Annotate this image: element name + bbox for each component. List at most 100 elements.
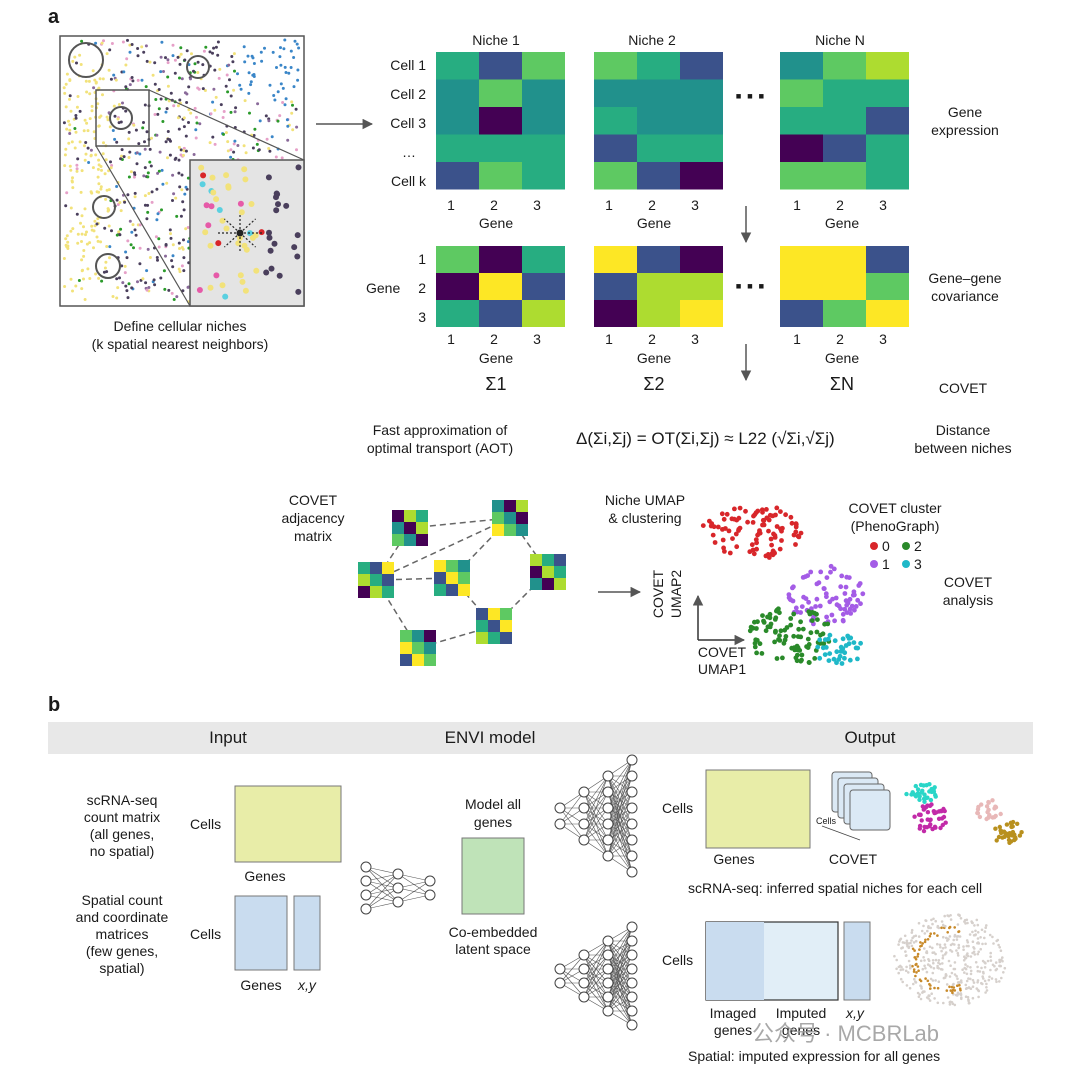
tissue-expression-dot [931, 971, 935, 975]
tissue-expression-dot [998, 958, 1001, 962]
cell-dot [222, 132, 225, 136]
cell-dot [178, 76, 181, 80]
inset-cell-dot [241, 166, 248, 173]
cell-dot [217, 76, 221, 80]
tissue-expression-dot [923, 959, 926, 962]
tissue-expression-dot [918, 948, 921, 951]
heatmap-cell [637, 246, 680, 273]
cell-dot [224, 131, 228, 135]
cell-dot [74, 130, 78, 134]
inset-cell-dot [248, 201, 255, 207]
umap-point [844, 574, 850, 580]
cell-dot [179, 46, 183, 50]
header-input: Input [209, 728, 247, 747]
umap-point [840, 618, 846, 624]
nn-edge [559, 954, 585, 984]
heatmap-cell [637, 134, 680, 162]
tissue-expression-dot [1001, 956, 1004, 959]
cell-dot [88, 277, 92, 280]
tissue-expression-dot [998, 946, 1001, 949]
umap-point [760, 517, 766, 523]
cell-dot [242, 45, 246, 49]
nn-node [392, 896, 404, 908]
tissue-expression-dot [992, 942, 995, 945]
tissue-expression-dot [953, 961, 957, 964]
nn-node [360, 875, 372, 887]
nn-edge [607, 759, 633, 825]
cell-dot [145, 288, 149, 292]
covet-stack-sheet [849, 789, 891, 831]
umap-point [844, 610, 850, 615]
cell-dot [196, 71, 200, 74]
tissue-expression-dot [945, 983, 949, 986]
inset-cell-dot [291, 244, 298, 251]
cell-dot [143, 140, 146, 144]
cell-dot [230, 55, 234, 58]
cell-dot [185, 101, 189, 104]
cell-dot [134, 233, 138, 237]
cell-dot [270, 135, 274, 139]
node-cell [412, 642, 424, 654]
cell-dot [180, 173, 184, 177]
tissue-expression-dot [985, 982, 988, 986]
tissue-expression-dot [910, 931, 914, 934]
gene-expression-label-2: expression [931, 122, 999, 138]
tissue-expression-dot [898, 940, 901, 943]
tissue-expression-dot [973, 947, 976, 950]
output-umap-point [998, 811, 1003, 817]
output-umap-point [940, 822, 945, 828]
cell-dot [294, 107, 298, 111]
umap-point [755, 508, 761, 514]
imaged-genes-1: Imaged [709, 1005, 757, 1021]
cell-dot [62, 86, 66, 90]
nn-node [626, 921, 638, 933]
output-umap-point [920, 788, 925, 793]
tissue-expression-dot [955, 938, 959, 941]
cell-dot [141, 126, 145, 130]
cell-dot [213, 142, 217, 146]
node-cell [382, 574, 394, 586]
covariance-heatmap-N [780, 246, 909, 327]
tissue-expression-dot [901, 968, 905, 971]
tissue-expression-dot [907, 959, 911, 963]
node-cell [434, 560, 446, 572]
nn-edge [583, 791, 609, 841]
node-cell [492, 512, 504, 524]
tissue-expression-dot [995, 967, 999, 971]
tissue-expression-dot [989, 968, 992, 972]
cell-dot [171, 243, 175, 247]
cell-dot [177, 127, 181, 131]
tissue-expression-dot [912, 982, 915, 986]
spatial-output-xy-label: x,y [846, 1005, 864, 1021]
tissue-expression-dot [931, 951, 934, 954]
nn-node [554, 818, 566, 830]
output-umap-point [925, 810, 931, 815]
neighbor-line [239, 218, 257, 234]
nn-node [602, 935, 614, 947]
cell-dot [133, 228, 137, 232]
cell-dot [211, 51, 214, 55]
panel-a-label: a [48, 6, 60, 28]
tissue-expression-dot [905, 939, 909, 943]
tissue-expression-dot [929, 926, 932, 930]
cell-dot [178, 247, 181, 250]
watermark: 公众号 · MCBRLab [752, 1021, 940, 1046]
cell-dot [197, 87, 201, 91]
cell-dot [201, 63, 205, 67]
cell-dot [123, 271, 127, 275]
tissue-expression-dot [941, 923, 945, 927]
cell-dot [148, 147, 152, 151]
cell-dot [142, 50, 146, 54]
cell-dot [107, 68, 111, 72]
cell-dot [291, 128, 295, 132]
tissue-expression-dot [950, 950, 954, 953]
tissue-expression-dot [928, 934, 932, 938]
node-cell [458, 584, 470, 596]
node-cell [370, 586, 382, 598]
output-umap-point [1010, 833, 1015, 838]
row-label-ellipsis: … [402, 144, 416, 160]
tissue-expression-dot [986, 959, 990, 963]
heatmap-cell [823, 273, 866, 300]
node-cell [476, 632, 488, 644]
umap-point [757, 530, 763, 536]
